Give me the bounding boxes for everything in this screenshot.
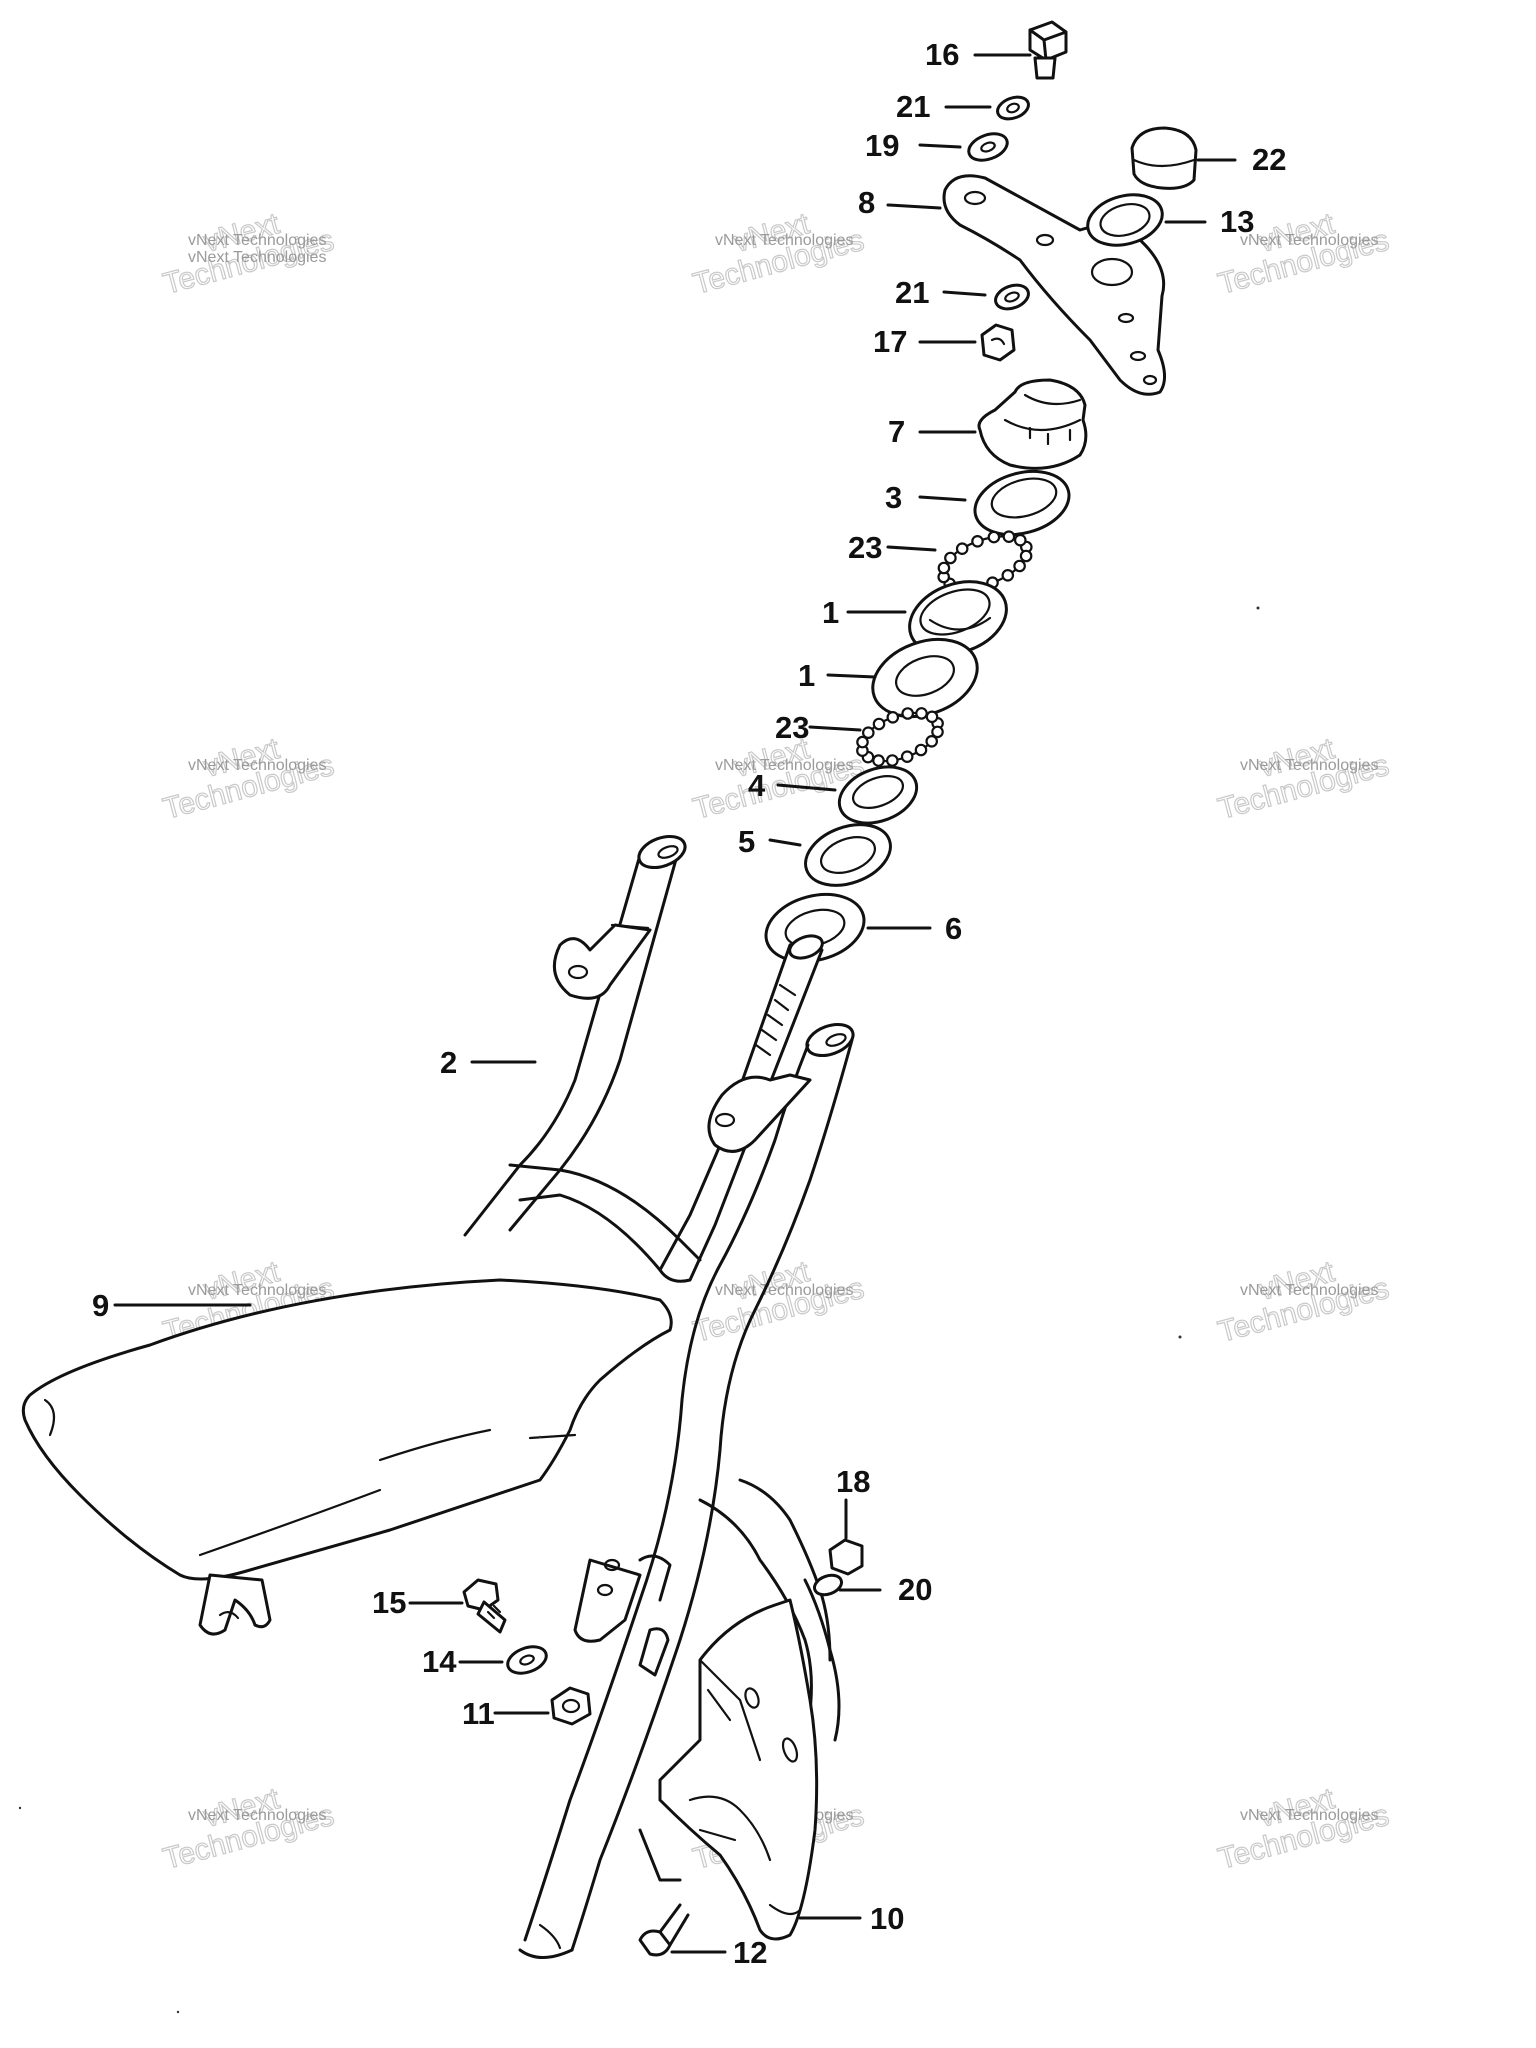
watermark-text: vNext Technologies <box>188 232 326 249</box>
race-3 <box>973 469 1071 537</box>
bolt-15 <box>462 1578 507 1634</box>
label-12: 12 <box>733 1935 767 1970</box>
cap-22 <box>1130 126 1198 190</box>
bearing-ball <box>987 530 1001 544</box>
bearing-ball <box>885 754 899 767</box>
bearing-ball <box>944 551 957 565</box>
mudflap-10 <box>638 1598 819 1941</box>
label-11: 11 <box>462 1696 495 1731</box>
bearing-ball <box>1019 549 1033 563</box>
bearing-ball <box>955 542 969 555</box>
bearing-ball <box>1001 568 1015 582</box>
label-7: 7 <box>888 414 905 449</box>
label-21-top: 21 <box>896 89 930 124</box>
label-6: 6 <box>945 911 962 946</box>
label-4: 4 <box>748 768 766 803</box>
label-5: 5 <box>738 824 755 859</box>
bearing-ball <box>915 707 928 720</box>
steering-nut-7 <box>977 378 1088 470</box>
lock-washer-21-mid <box>994 283 1030 311</box>
watermark-text: vNext Technologies <box>1240 232 1378 249</box>
label-3: 3 <box>885 480 902 515</box>
callout-labels: 16 21 19 22 8 13 21 17 7 3 23 1 1 23 4 5… <box>92 37 1286 1970</box>
bearing-ball <box>971 534 984 548</box>
bearing-ball <box>925 734 938 748</box>
bearing-ball <box>1013 559 1026 573</box>
bearing-ball <box>1002 530 1016 543</box>
nut-11 <box>550 1686 592 1726</box>
watermark-text: vNext Technologies <box>1240 1282 1378 1299</box>
label-10: 10 <box>870 1901 904 1936</box>
nut-17 <box>980 323 1016 362</box>
washer-20 <box>812 1573 844 1597</box>
steering-stem-fork-2 <box>463 834 855 1959</box>
label-9: 9 <box>92 1288 109 1323</box>
label-22: 22 <box>1252 142 1286 177</box>
watermark-text: vNext Technologies <box>1240 1807 1378 1824</box>
ring-13 <box>1086 193 1164 247</box>
nut-18 <box>828 1538 864 1576</box>
label-2: 2 <box>440 1045 457 1080</box>
watermark-text: vNext Technologies <box>715 1282 853 1299</box>
watermark-text: vNext Technologies <box>715 757 853 774</box>
screw-12 <box>638 1903 690 1957</box>
label-14: 14 <box>422 1644 457 1679</box>
label-15: 15 <box>372 1585 406 1620</box>
ball-bearing-23-bottom <box>856 707 944 767</box>
bearing-cup-1-bottom <box>871 637 979 719</box>
watermark-text: vNext Technologies <box>715 232 853 249</box>
scan-specks <box>18 606 1260 2014</box>
label-23-bottom: 23 <box>775 710 809 745</box>
bearing-ball <box>925 710 939 724</box>
race-4 <box>837 765 919 825</box>
label-8: 8 <box>858 185 875 220</box>
leader-lines <box>113 53 1237 1954</box>
bearing-ball <box>931 725 944 739</box>
label-1-top: 1 <box>822 595 839 630</box>
watermark-text: vNext Technologies <box>188 1807 326 1824</box>
bearing-ball <box>1013 533 1027 547</box>
watermark-text: vNext Technologies <box>188 757 326 774</box>
label-23-top: 23 <box>848 530 882 565</box>
washer-14 <box>506 1645 548 1675</box>
label-17: 17 <box>873 324 907 359</box>
bolt-16 <box>1028 20 1068 80</box>
bearing-ball <box>937 561 951 575</box>
label-21-mid: 21 <box>895 275 929 310</box>
bearing-ball <box>861 726 875 739</box>
bearing-ball <box>901 707 914 720</box>
watermark-text: vNext Technologies <box>188 249 326 266</box>
seal-5 <box>804 823 892 887</box>
washer-19 <box>967 132 1009 162</box>
bearing-ball <box>914 743 928 757</box>
lock-washer-21-top <box>996 95 1030 121</box>
bearing-ball <box>856 735 869 749</box>
label-16: 16 <box>925 37 959 72</box>
ball-bearing-23-top <box>937 530 1033 594</box>
bearing-ball <box>886 710 900 724</box>
watermark-text: vNext Technologies <box>1240 757 1378 774</box>
bearing-ball <box>872 754 885 767</box>
watermark-text: vNext Technologies <box>188 1282 326 1299</box>
label-20: 20 <box>898 1572 932 1607</box>
label-13: 13 <box>1220 204 1254 239</box>
label-1-bottom: 1 <box>798 658 815 693</box>
label-19: 19 <box>865 128 899 163</box>
bearing-ball <box>872 717 886 731</box>
front-fender-9 <box>21 1278 841 1902</box>
label-18: 18 <box>836 1464 870 1499</box>
bearing-ball <box>900 750 914 763</box>
